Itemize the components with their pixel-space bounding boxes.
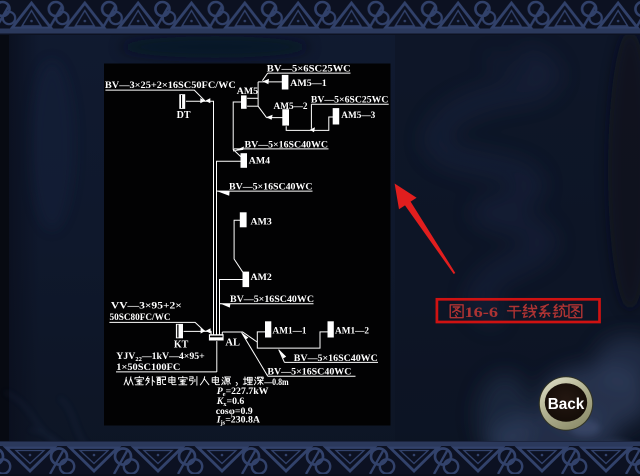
svg-text:Pe=227.7kW: Pe=227.7kW xyxy=(217,386,269,398)
svg-text:KT: KT xyxy=(174,340,189,351)
svg-text:—0.8m: —0.8m xyxy=(263,377,288,388)
svg-text:Back: Back xyxy=(548,396,585,413)
svg-text:1×50SC100FC: 1×50SC100FC xyxy=(116,362,180,373)
svg-text:AL: AL xyxy=(225,338,240,349)
svg-text:AM5—3: AM5—3 xyxy=(341,110,375,121)
svg-text:BV—5×6SC25WC: BV—5×6SC25WC xyxy=(267,64,351,75)
svg-text:Kx=0.6: Kx=0.6 xyxy=(216,396,245,408)
svg-text:AM4: AM4 xyxy=(249,156,270,167)
svg-text:AM3: AM3 xyxy=(251,216,272,227)
svg-text:AM1—1: AM1—1 xyxy=(273,325,307,336)
svg-text:16-6: 16-6 xyxy=(465,305,499,321)
svg-text:Ijs=230.8A: Ijs=230.8A xyxy=(216,415,260,427)
svg-text:BV—5×16SC40WC: BV—5×16SC40WC xyxy=(267,367,351,378)
svg-text:cosφ=0.9: cosφ=0.9 xyxy=(216,406,253,417)
svg-text:BV—5×6SC25WC: BV—5×6SC25WC xyxy=(311,95,389,106)
svg-text:BV—3×25+2×16SC50FC/WC: BV—3×25+2×16SC50FC/WC xyxy=(105,80,236,91)
svg-text:50SC80FC/WC: 50SC80FC/WC xyxy=(110,312,171,323)
svg-text:BV—5×16SC40WC: BV—5×16SC40WC xyxy=(245,139,329,150)
svg-text:AM2: AM2 xyxy=(251,272,272,283)
svg-text:AM5—1: AM5—1 xyxy=(290,78,327,89)
svg-text:AM5: AM5 xyxy=(237,86,258,97)
svg-text:BV—5×16SC40WC: BV—5×16SC40WC xyxy=(229,182,313,193)
svg-text:BV—5×16SC40WC: BV—5×16SC40WC xyxy=(230,294,314,305)
svg-text:BV—5×16SC40WC: BV—5×16SC40WC xyxy=(294,353,378,364)
svg-text:AM5—2: AM5—2 xyxy=(274,101,308,112)
svg-text:AM1—2: AM1—2 xyxy=(335,325,369,336)
svg-text:VV—3×95+2×: VV—3×95+2× xyxy=(111,301,182,312)
svg-text:DT: DT xyxy=(177,110,191,121)
